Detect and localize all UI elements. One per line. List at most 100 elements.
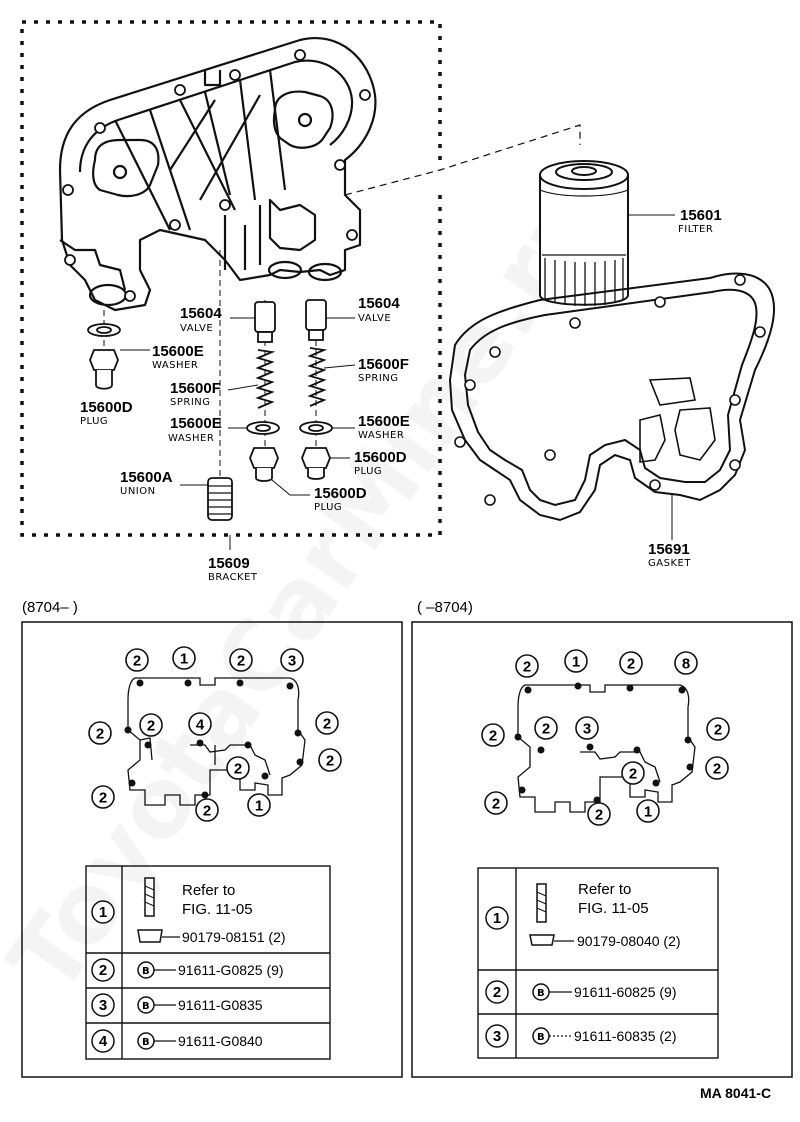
label-15691-num: 15691 [648, 541, 690, 558]
right-bolt-dots [514, 682, 694, 804]
left-callout-circle [172, 646, 196, 670]
right-row1-num: 1 [493, 910, 501, 927]
right-callout-circle [575, 716, 599, 740]
right-callout-number: 3 [583, 721, 591, 738]
left-callout-number: 1 [255, 798, 263, 815]
right-callout-circle [587, 802, 611, 826]
left-row3-num: 3 [99, 997, 107, 1014]
left-fastener-table [85, 865, 331, 1060]
left-callout-circle [88, 721, 112, 745]
left-row1-fig: FIG. 11-05 [182, 901, 253, 918]
right-callout-circle [564, 649, 588, 673]
right-callout-number: 2 [492, 796, 500, 813]
label-15601-num: 15601 [680, 207, 722, 224]
oil-filter-bracket [58, 37, 377, 312]
left-table-dashes [154, 936, 180, 1042]
label-15600e-b-num: 15600E [170, 415, 222, 432]
right-callout-number: 2 [489, 728, 497, 745]
right-callout-number: 8 [682, 656, 690, 673]
label-15609-num: 15609 [208, 555, 250, 572]
label-15604b-num: 15604 [358, 295, 400, 312]
right-callout-circle [621, 761, 645, 785]
left-callout-number: 2 [147, 718, 155, 735]
right-callout-number: 2 [595, 807, 603, 824]
right-callout-circle [706, 717, 730, 741]
right-callout-number: 2 [713, 761, 721, 778]
left-callout-circle [125, 648, 149, 672]
left-callout-circle [139, 713, 163, 737]
left-callout-number: 2 [99, 790, 107, 807]
right-callout-number: 2 [523, 659, 531, 676]
right-panel-frame [411, 621, 793, 1078]
part-labels: 15601 FILTER 15604 VALVE 15604 VALVE 156… [80, 207, 722, 583]
gasket [448, 272, 776, 522]
right-callout-circle [534, 716, 558, 740]
left-callout-number: 4 [196, 717, 205, 734]
left-callout-circle [91, 785, 115, 809]
left-callout-circle [318, 748, 342, 772]
left-row2-part: 91611-G0825 (9) [178, 962, 284, 978]
right-row1-fig: FIG. 11-05 [578, 900, 649, 917]
left-callout-number: 2 [237, 653, 245, 670]
left-callout-number: 2 [133, 653, 141, 670]
label-15600e-a-name: WASHER [152, 360, 198, 371]
right-row1-refer: Refer to [578, 881, 631, 898]
assembly-centerlines [103, 250, 317, 480]
label-15600a-name: UNION [120, 486, 156, 497]
left-callout-number: 2 [203, 803, 211, 820]
watermark: ToyotaCarMine.ru [0, 167, 626, 1013]
left-row1-circle [91, 900, 115, 924]
right-callout-number: 2 [542, 721, 550, 738]
right-bolt-layout [517, 684, 696, 813]
right-callout-number: 2 [627, 656, 635, 673]
label-15600d-a-num: 15600D [80, 399, 133, 416]
right-row3-num: 3 [493, 1028, 501, 1045]
label-15600f-b-name: SPRING [358, 373, 399, 384]
left-row2-bolt-symbol: B [142, 966, 150, 977]
left-row2-num: 2 [99, 962, 107, 979]
right-row2-part: 91611-60825 (9) [574, 984, 676, 1000]
label-15601-name: FILTER [678, 224, 713, 235]
label-15600d-c-name: PLUG [314, 502, 342, 513]
label-15600d-b-name: PLUG [354, 466, 382, 477]
label-15609-name: BRACKET [208, 572, 258, 583]
left-callout-circle [280, 648, 304, 672]
right-callout-circle [481, 723, 505, 747]
left-table-icons [91, 877, 163, 1053]
left-row1-num: 1 [99, 904, 107, 921]
label-15600f-b-num: 15600F [358, 356, 409, 373]
right-date-range: ( –8704) [417, 599, 473, 616]
left-bolt-dots [124, 679, 304, 799]
right-callout-number: 1 [644, 804, 652, 821]
left-callout-circle [229, 648, 253, 672]
label-15600e-c-num: 15600E [358, 413, 410, 430]
left-row4-part: 91611-G0840 [178, 1033, 263, 1049]
right-table-icons [485, 883, 555, 1048]
left-callout-number: 2 [323, 716, 331, 733]
oil-filter [539, 160, 629, 306]
label-15600e-a-num: 15600E [152, 343, 204, 360]
left-panel-frame [21, 621, 403, 1078]
left-row3-part: 91611-G0835 [178, 997, 263, 1013]
label-15600d-b-num: 15600D [354, 449, 407, 466]
leader-lines [120, 214, 675, 550]
left-row1-part: 90179-08151 (2) [182, 929, 286, 945]
left-callout-number: 2 [96, 726, 104, 743]
left-row1-refer: Refer to [182, 882, 235, 899]
label-15600f-a-num: 15600F [170, 380, 221, 397]
gasket-bolt-holes [454, 274, 766, 506]
left-callout-number: 2 [326, 753, 334, 770]
left-row4-bolt-symbol: B [142, 1037, 150, 1048]
right-callout-circle [705, 756, 729, 780]
label-15604a-num: 15604 [180, 305, 222, 322]
right-callout-number: 2 [714, 722, 722, 739]
left-callout-circle [195, 798, 219, 822]
right-callout-number: 1 [572, 654, 580, 671]
left-bolt-layout [127, 677, 306, 806]
left-table-text: 1 2 3 4 Refer to FIG. 11-05 90179-08151 … [99, 882, 286, 1050]
right-callout-circle [619, 651, 643, 675]
right-callout-circle [674, 651, 698, 675]
filter-leader [344, 124, 581, 196]
